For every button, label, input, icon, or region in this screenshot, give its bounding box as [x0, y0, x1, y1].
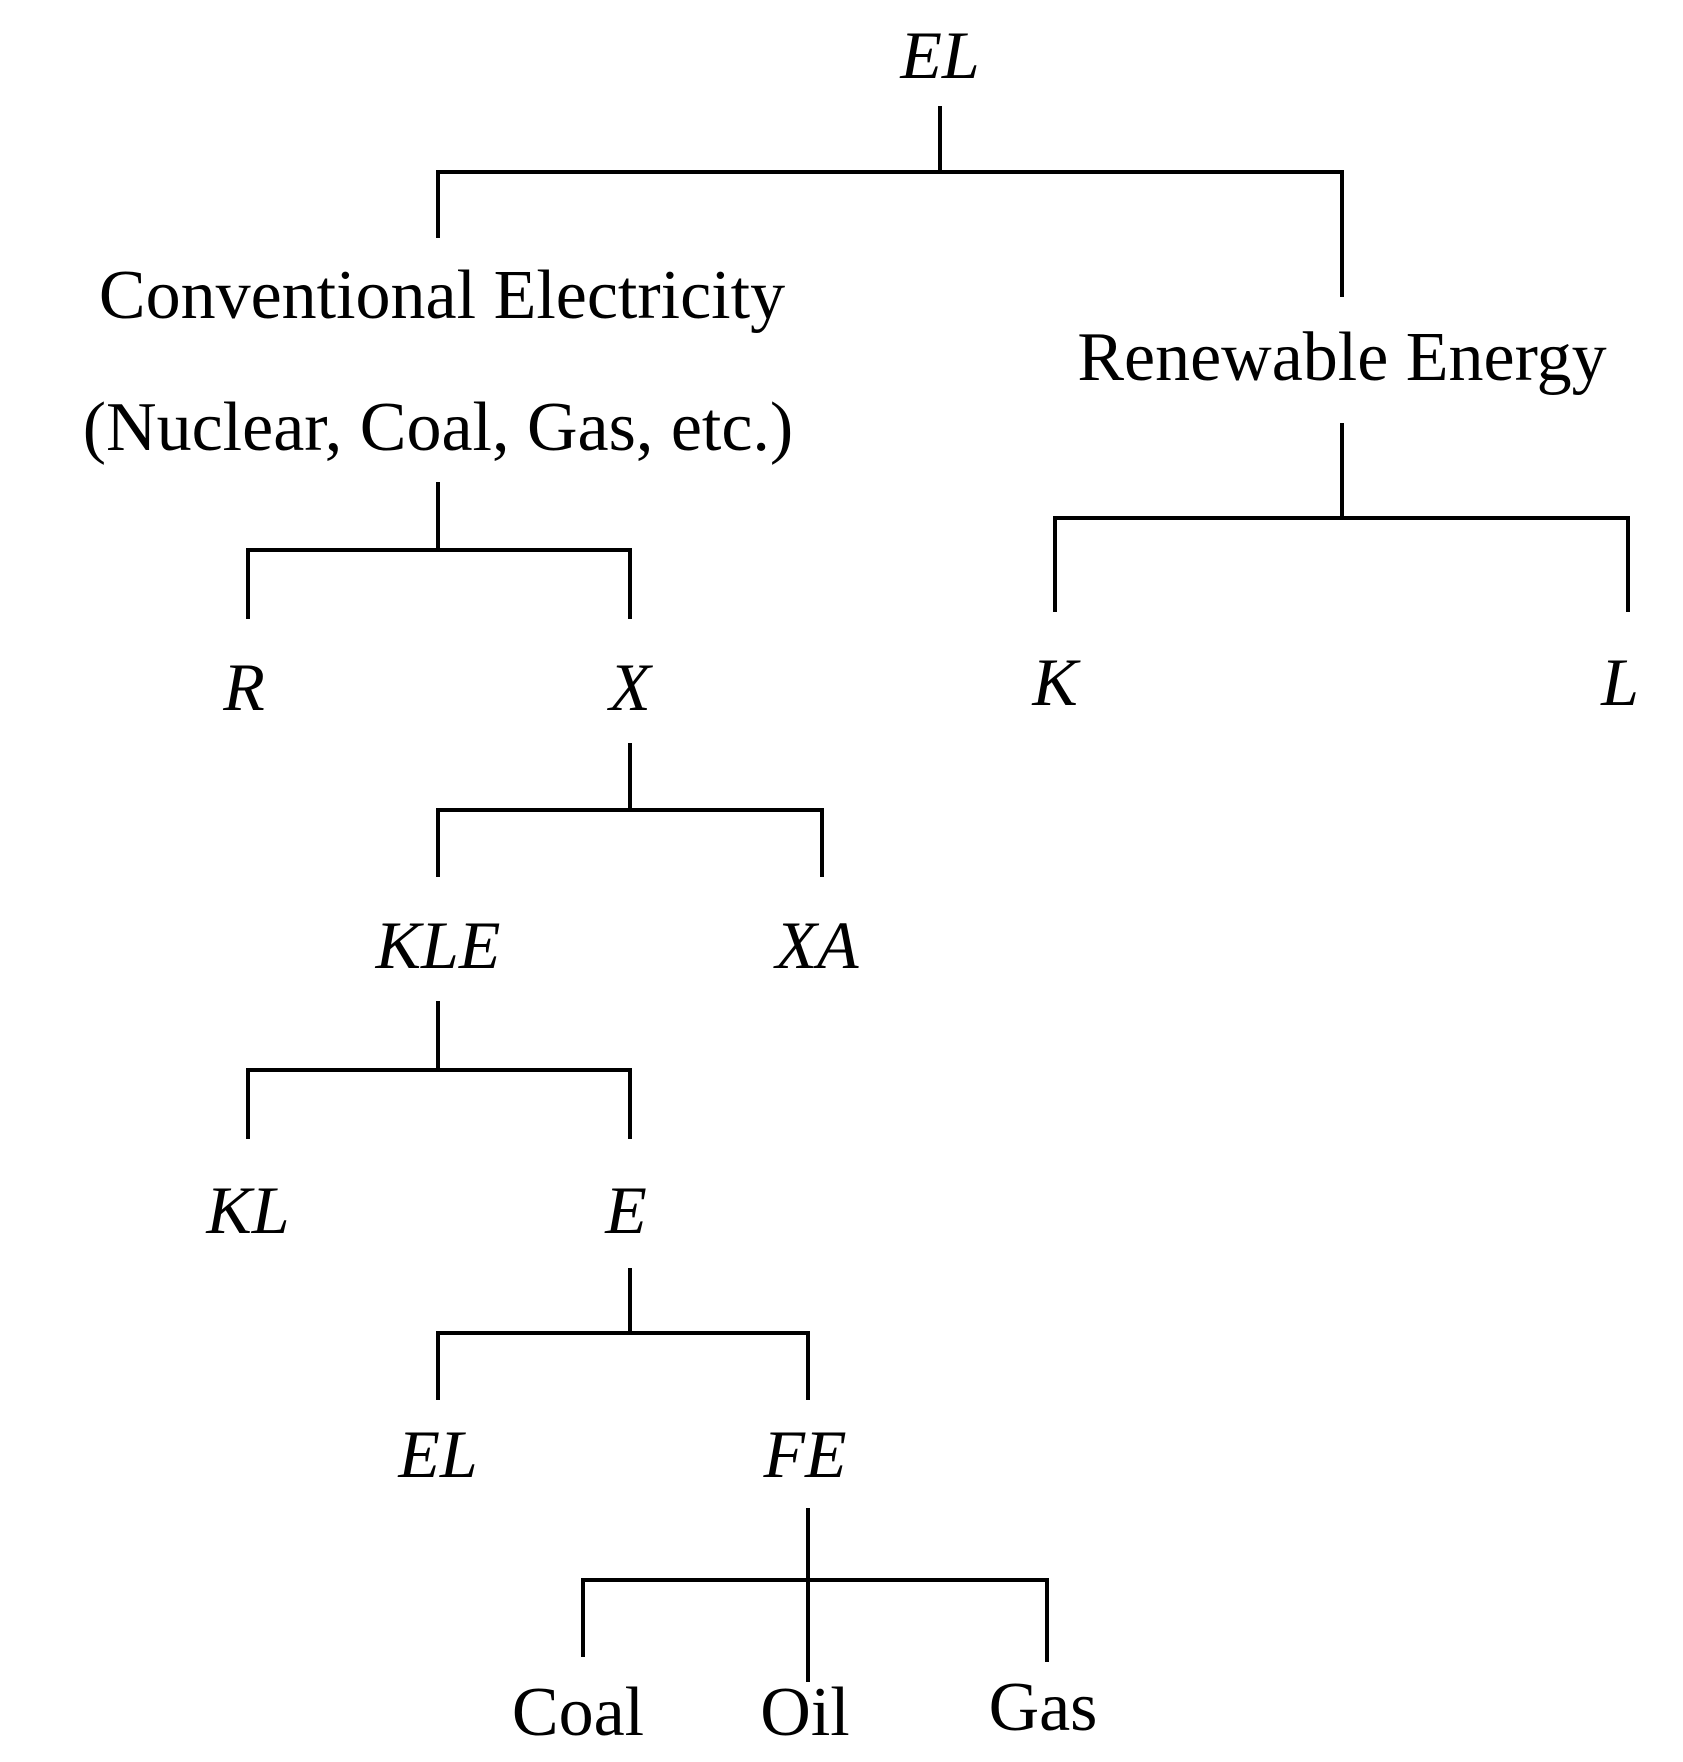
node-fe: FE [762, 1416, 846, 1492]
node-r: R [222, 649, 265, 725]
edge-root [436, 106, 1344, 297]
node-gas: Gas [989, 1669, 1098, 1746]
node-xa: XA [772, 907, 859, 983]
node-kle: KLE [375, 907, 501, 983]
edge-kle [246, 1001, 632, 1139]
edge-fe [581, 1508, 1049, 1682]
node-renewable-energy: Renewable Energy [1077, 319, 1606, 396]
node-k: K [1031, 644, 1081, 720]
node-kl: KL [205, 1172, 289, 1248]
node-oil: Oil [760, 1674, 849, 1751]
node-el: EL [397, 1416, 477, 1492]
node-l: L [1600, 644, 1639, 720]
edge-conventional [246, 482, 632, 619]
node-conventional-line2: (Nuclear, Coal, Gas, etc.) [83, 389, 794, 466]
edge-x [436, 743, 824, 877]
node-e: E [604, 1172, 647, 1248]
tree-connectors [246, 106, 1630, 1682]
node-root-el: EL [899, 17, 979, 93]
node-x: X [606, 649, 653, 725]
node-conventional-line1: Conventional Electricity [99, 257, 785, 334]
tree-labels: EL Conventional Electricity (Nuclear, Co… [83, 17, 1639, 1751]
node-coal: Coal [512, 1674, 644, 1751]
edge-e [436, 1268, 810, 1400]
edge-renewable [1053, 423, 1630, 612]
